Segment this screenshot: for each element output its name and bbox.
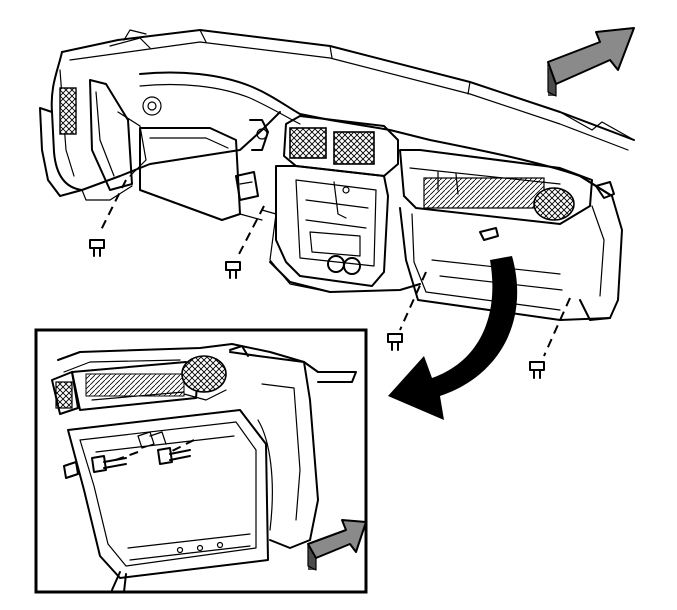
fastener-guide-line <box>543 297 571 357</box>
fastener-guide-line <box>109 451 139 463</box>
fastener-guide-line <box>399 271 427 331</box>
bolt-icon <box>225 261 241 279</box>
center-stack-opening <box>275 165 389 287</box>
curved-arrow-icon <box>388 256 518 420</box>
glove-box-frame <box>67 409 269 579</box>
bolt-icon <box>91 455 127 473</box>
bolt-icon <box>157 447 191 465</box>
center-vent-bezel <box>283 115 399 177</box>
instrument-panel-assembly <box>39 29 635 321</box>
glove-box-opening <box>399 149 593 225</box>
fastener-guide-line <box>169 439 195 453</box>
bolt-icon <box>89 239 105 257</box>
forward-arrow-icon <box>307 519 367 571</box>
fastener-group <box>89 179 571 379</box>
forward-arrow-icon <box>547 27 635 97</box>
fastener-guide-line <box>237 205 265 257</box>
fastener-guide-line <box>99 179 127 233</box>
bolt-icon <box>387 333 403 351</box>
bolt-icon <box>529 361 545 379</box>
detail-inset <box>34 328 368 594</box>
